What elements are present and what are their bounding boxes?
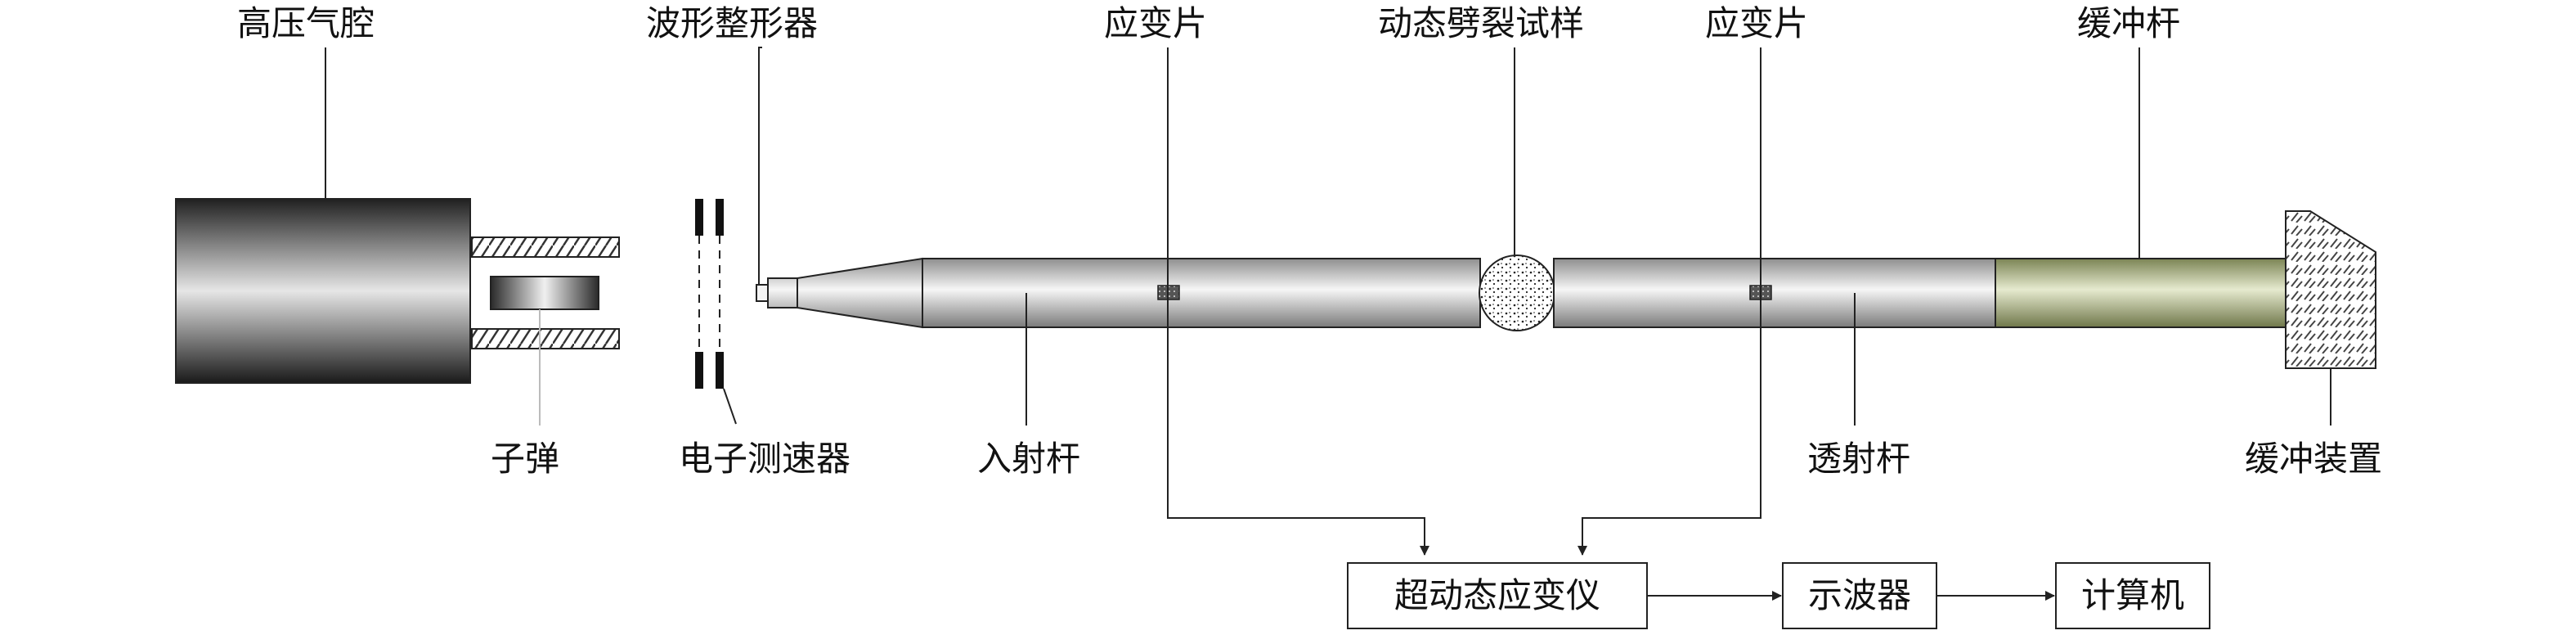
label-bullet: 子弹 [491, 439, 560, 479]
leader-lines [325, 47, 2331, 426]
barrel-upper-wall [471, 236, 620, 258]
transmitted-bar [1553, 258, 1996, 328]
high-pressure-chamber [175, 198, 471, 384]
label-pulse-shaper: 波形整形器 [646, 3, 819, 43]
speed-meter [695, 199, 724, 389]
signal-line-incident [1167, 47, 1429, 556]
computer-box-label: 计算机 [2080, 575, 2184, 615]
label-incident-bar: 入射杆 [977, 439, 1081, 479]
signal-line-transmitted [1577, 47, 1761, 556]
label-high-pressure-chamber: 高压气腔 [237, 3, 375, 43]
label-strain-gauge-incident: 应变片 [1104, 3, 1208, 43]
buffer-device [2285, 210, 2376, 369]
oscilloscope-box-label: 示波器 [1807, 575, 1911, 615]
label-speed-meter: 电子测速器 [679, 439, 851, 479]
label-buffer-bar: 缓冲杆 [2077, 3, 2181, 43]
specimen [1479, 254, 1555, 331]
pulse-shaper [756, 284, 769, 302]
incident-bar [922, 258, 1481, 328]
label-strain-gauge-transmitted: 应变片 [1705, 3, 1809, 43]
barrel-lower-wall [471, 328, 620, 349]
buffer-bar [1995, 258, 2287, 328]
computer-box [2055, 562, 2210, 629]
incident-bar-taper [767, 257, 923, 329]
label-specimen: 动态劈裂试样 [1378, 3, 1585, 43]
bullet [490, 276, 599, 310]
label-buffer-device: 缓冲装置 [2245, 439, 2383, 479]
label-transmitted-bar: 透射杆 [1807, 439, 1911, 479]
amplifier-box-label: 超动态应变仪 [1393, 575, 1600, 615]
